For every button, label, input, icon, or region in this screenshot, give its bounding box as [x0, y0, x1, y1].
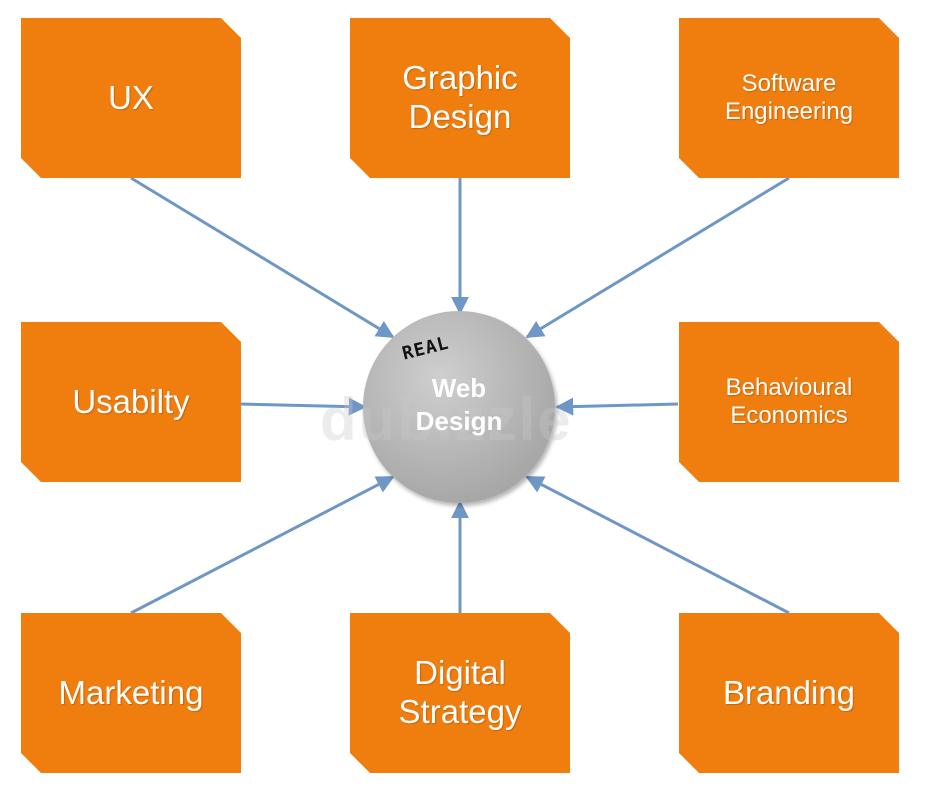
node-graphic-design-line1: Graphic	[402, 59, 518, 97]
node-digital-strategy-label: Digital Strategy	[389, 654, 532, 732]
node-usability-line1: Usabilty	[72, 382, 190, 420]
arrow-behavioural-economics	[555, 397, 679, 416]
arrow-ux	[130, 176, 395, 339]
node-usability-label: Usabilty	[62, 383, 199, 422]
node-marketing-label: Marketing	[49, 674, 214, 713]
node-branding: Branding	[679, 613, 899, 773]
arrow-branding	[525, 475, 790, 615]
node-behavioural-economics: Behavioural Economics	[679, 322, 899, 482]
node-digital-strategy: Digital Strategy	[350, 613, 570, 773]
node-marketing: Marketing	[21, 613, 241, 773]
center-hub-line2: Design	[415, 405, 503, 436]
node-digital-strategy-line1: Digital	[414, 654, 506, 692]
watermark: dubizzle	[320, 386, 573, 453]
node-graphic-design-label: Graphic Design	[392, 59, 528, 137]
node-marketing-line1: Marketing	[58, 673, 204, 711]
arrow-marketing	[130, 475, 395, 615]
node-ux-label: UX	[98, 79, 164, 118]
node-graphic-design-line2: Design	[408, 98, 512, 135]
node-ux: UX	[21, 18, 241, 178]
node-behavioural-economics-line2: Economics	[730, 402, 848, 429]
node-branding-label: Branding	[713, 674, 865, 713]
center-hub-line1: Web	[431, 373, 487, 403]
node-software-engineering-label: Software Engineering	[715, 70, 863, 127]
node-ux-line1: UX	[108, 78, 154, 116]
node-digital-strategy-line2: Strategy	[398, 693, 522, 730]
node-behavioural-economics-label: Behavioural Economics	[716, 374, 863, 431]
node-software-engineering-line1: Software	[741, 69, 837, 97]
arrow-software-engineering	[525, 176, 790, 339]
node-behavioural-economics-line1: Behavioural	[725, 373, 853, 401]
arrow-usability	[239, 397, 367, 416]
center-hub-label: Web Design	[363, 372, 555, 437]
center-hub	[363, 311, 555, 503]
node-usability: Usabilty	[21, 322, 241, 482]
node-graphic-design: Graphic Design	[350, 18, 570, 178]
node-software-engineering-line2: Engineering	[724, 98, 854, 125]
node-branding-line1: Branding	[722, 673, 856, 711]
node-software-engineering: Software Engineering	[679, 18, 899, 178]
